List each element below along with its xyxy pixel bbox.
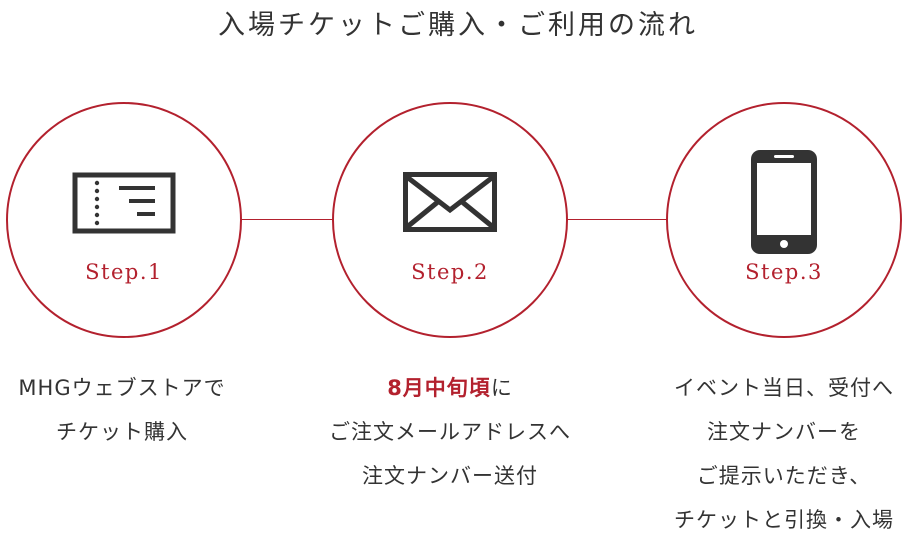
step-1-desc-line: チケット購入 — [56, 420, 188, 444]
connector-line-1 — [240, 219, 334, 220]
page-title: 入場チケットご購入・ご利用の流れ — [218, 10, 698, 41]
step-2-desc-line: ご注文メールアドレスへ — [329, 420, 571, 444]
step-3-desc-line: ご提示いただき、 — [696, 464, 872, 488]
ticket-icon — [72, 172, 176, 238]
step-3-desc-line: イベント当日、受付へ — [674, 376, 894, 400]
step-1-circle: Step.1 — [6, 102, 242, 338]
step-1-label: Step.1 — [85, 260, 163, 284]
shipping-date-highlight: 8月中旬頃 — [387, 376, 491, 400]
envelope-icon — [403, 172, 497, 236]
step-2-description: 8月中旬頃に ご注文メールアドレスへ 注文ナンバー送付 — [300, 366, 600, 498]
step-3-circle: Step.3 — [666, 102, 902, 338]
step-3-desc-line: チケットと引換・入場 — [674, 508, 894, 532]
step-3-desc-line: 注文ナンバーを — [707, 420, 861, 444]
step-2-label: Step.2 — [411, 260, 489, 284]
step-1-desc-line: MHGウェブストアで — [18, 376, 226, 400]
step-3-description: イベント当日、受付へ 注文ナンバーを ご提示いただき、 チケットと引換・入場 — [634, 366, 916, 542]
smartphone-icon — [751, 150, 817, 258]
step-3-label: Step.3 — [745, 260, 823, 284]
step-2-desc-text: に — [490, 376, 513, 400]
step-1-description: MHGウェブストアで チケット購入 — [0, 366, 272, 454]
connector-line-2 — [568, 219, 668, 220]
step-2-desc-line: 注文ナンバー送付 — [362, 464, 538, 488]
step-2-circle: Step.2 — [332, 102, 568, 338]
step-2-desc-line: 8月中旬頃に — [300, 366, 600, 410]
